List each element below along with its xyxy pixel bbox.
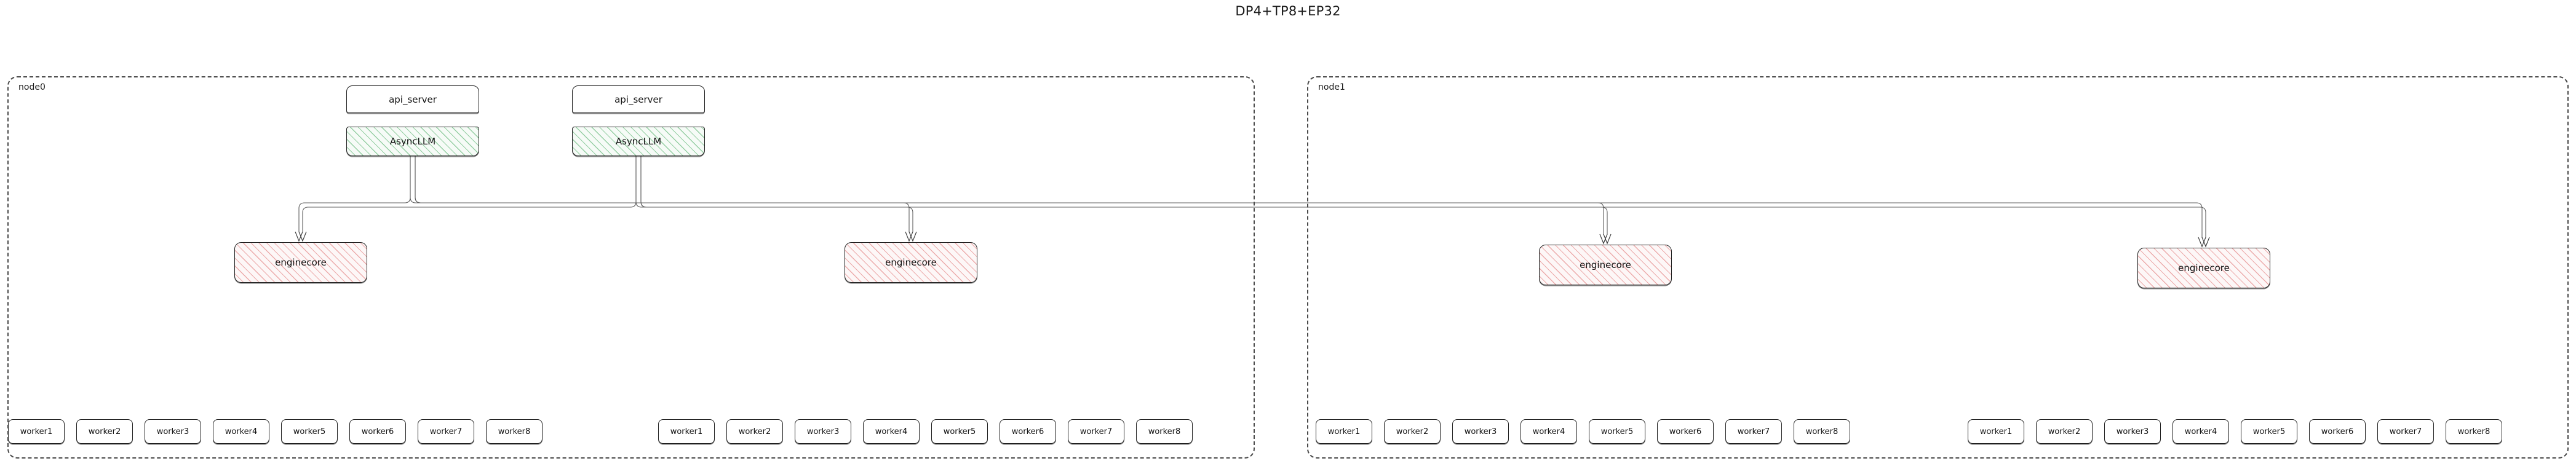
worker-box-label: worker5 [293, 427, 326, 436]
worker-box[interactable]: worker1 [8, 419, 65, 444]
api-server-box[interactable]: api_server [572, 85, 705, 113]
worker-box[interactable]: worker6 [1000, 419, 1056, 444]
worker-box[interactable]: worker7 [418, 419, 474, 444]
worker-box[interactable]: worker6 [1657, 419, 1714, 444]
worker-box[interactable]: worker5 [2241, 419, 2297, 444]
worker-box-label: worker4 [225, 427, 258, 436]
worker-box-label: worker6 [1669, 427, 1702, 436]
worker-box-label: worker3 [156, 427, 189, 436]
worker-box[interactable]: worker6 [2309, 419, 2366, 444]
worker-box-label: worker8 [498, 427, 531, 436]
worker-box[interactable]: worker7 [1725, 419, 1782, 444]
worker-box-label: worker6 [2321, 427, 2354, 436]
worker-box-label: worker6 [361, 427, 394, 436]
worker-box[interactable]: worker8 [1136, 419, 1193, 444]
worker-box-label: worker8 [2457, 427, 2491, 436]
worker-box[interactable]: worker5 [281, 419, 338, 444]
worker-box-label: worker1 [1327, 427, 1361, 436]
asyncllm-box-label: AsyncLLM [615, 136, 662, 147]
worker-box[interactable]: worker1 [1968, 419, 2024, 444]
worker-box-label: worker8 [1148, 427, 1181, 436]
asyncllm-box[interactable]: AsyncLLM [346, 127, 479, 156]
worker-box-label: worker5 [1600, 427, 1634, 436]
worker-box[interactable]: worker3 [795, 419, 851, 444]
worker-box[interactable]: worker8 [486, 419, 543, 444]
worker-box[interactable]: worker8 [2446, 419, 2502, 444]
worker-box-label: worker2 [1396, 427, 1429, 436]
worker-box[interactable]: worker3 [145, 419, 201, 444]
node-cluster-node1: node1 [1307, 76, 2569, 459]
worker-box-label: worker6 [1011, 427, 1044, 436]
worker-box[interactable]: worker3 [2104, 419, 2161, 444]
enginecore-box[interactable]: enginecore [1539, 245, 1672, 285]
node-cluster-label: node1 [1318, 82, 1345, 92]
enginecore-box-label: enginecore [275, 257, 327, 268]
worker-box[interactable]: worker7 [1068, 419, 1124, 444]
worker-box-label: worker8 [1805, 427, 1839, 436]
api-server-box-label: api_server [614, 93, 662, 105]
worker-box-label: worker4 [875, 427, 908, 436]
node-cluster-node0: node0 [7, 76, 1255, 459]
worker-box[interactable]: worker8 [1794, 419, 1850, 444]
worker-box-label: worker4 [1532, 427, 1565, 436]
worker-box[interactable]: worker4 [213, 419, 269, 444]
worker-box[interactable]: worker2 [726, 419, 783, 444]
worker-box[interactable]: worker3 [1452, 419, 1509, 444]
api-server-box[interactable]: api_server [346, 85, 479, 113]
worker-box-label: worker2 [88, 427, 121, 436]
worker-box-label: worker4 [2184, 427, 2217, 436]
worker-box[interactable]: worker5 [931, 419, 988, 444]
worker-box-label: worker1 [1979, 427, 2013, 436]
asyncllm-box-label: AsyncLLM [389, 136, 436, 147]
node-cluster-label: node0 [18, 82, 46, 92]
worker-box[interactable]: worker4 [2173, 419, 2229, 444]
worker-box-label: worker2 [2048, 427, 2081, 436]
worker-box[interactable]: worker4 [863, 419, 920, 444]
enginecore-box[interactable]: enginecore [234, 242, 367, 283]
worker-box[interactable]: worker1 [658, 419, 715, 444]
worker-box-label: worker3 [806, 427, 840, 436]
enginecore-box[interactable]: enginecore [845, 242, 977, 283]
worker-box-label: worker7 [1737, 427, 1770, 436]
asyncllm-box[interactable]: AsyncLLM [572, 127, 705, 156]
worker-box-label: worker7 [429, 427, 463, 436]
enginecore-box-label: enginecore [1580, 259, 1631, 270]
enginecore-box-label: enginecore [2178, 262, 2230, 274]
enginecore-box[interactable]: enginecore [2137, 248, 2270, 288]
worker-box-label: worker7 [1079, 427, 1113, 436]
worker-box[interactable]: worker1 [1316, 419, 1372, 444]
api-server-box-label: api_server [389, 93, 437, 105]
worker-box-label: worker1 [20, 427, 53, 436]
worker-box-label: worker3 [1464, 427, 1497, 436]
page-title: DP4+TP8+EP32 [1235, 4, 1341, 18]
worker-box[interactable]: worker2 [76, 419, 133, 444]
worker-box[interactable]: worker6 [349, 419, 406, 444]
enginecore-box-label: enginecore [885, 257, 937, 268]
worker-box-label: worker5 [2252, 427, 2286, 436]
worker-box-label: worker1 [670, 427, 703, 436]
worker-box-label: worker3 [2116, 427, 2149, 436]
worker-box-label: worker2 [738, 427, 771, 436]
worker-box[interactable]: worker2 [2036, 419, 2093, 444]
worker-box[interactable]: worker2 [1384, 419, 1441, 444]
worker-box[interactable]: worker4 [1521, 419, 1577, 444]
worker-box[interactable]: worker5 [1589, 419, 1645, 444]
worker-box-label: worker7 [2389, 427, 2422, 436]
worker-box[interactable]: worker7 [2377, 419, 2434, 444]
worker-box-label: worker5 [943, 427, 976, 436]
